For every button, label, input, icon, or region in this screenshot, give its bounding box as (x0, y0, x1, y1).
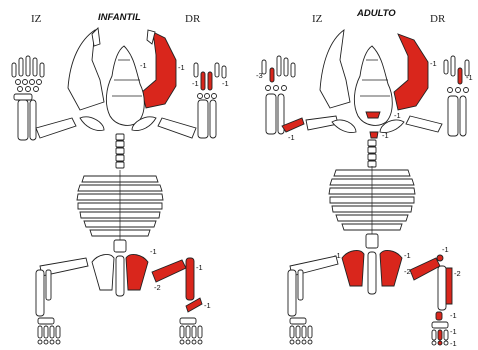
right-hand: -1 (444, 56, 473, 136)
annotation: -1 (442, 245, 449, 254)
left-tibia (36, 270, 44, 316)
left-mandible-inner (92, 28, 100, 46)
right-ilium-affected (380, 251, 402, 286)
left-side-label: IZ (312, 13, 323, 25)
left-clavicle-affected (282, 118, 304, 132)
sacrum (116, 256, 124, 296)
annotation: -1 (450, 339, 457, 348)
left-foot (38, 318, 60, 344)
left-fibula (46, 270, 51, 300)
annotation: -1 (382, 131, 389, 140)
left-hand: -3 (256, 56, 295, 134)
right-mandible-affected (142, 32, 176, 108)
lumbar (366, 234, 378, 248)
annotation: -1 (288, 133, 295, 142)
panel-adulto: IZ ADULTO DR -1 -1 -3 (256, 8, 473, 348)
left-fibula (298, 270, 303, 300)
right-femur-affected (152, 260, 186, 282)
right-hand: -1 -1 (192, 63, 229, 138)
panel-title: INFANTIL (98, 12, 141, 23)
annotation: -1 (394, 111, 401, 120)
left-scapula (332, 120, 356, 133)
lumbar (114, 240, 126, 252)
annotation: -1 (450, 327, 457, 336)
left-femur (290, 256, 338, 276)
left-humerus (36, 118, 76, 138)
annotation: -1 (204, 301, 211, 310)
sacrum (368, 252, 376, 294)
right-side-label: DR (430, 13, 446, 25)
annotation: -2 (154, 283, 161, 292)
right-patella-affected (437, 255, 443, 261)
sternum-affected (370, 132, 378, 138)
annotation: -3 (256, 71, 263, 80)
left-scapula (80, 117, 104, 131)
left-ilium-affected (342, 251, 364, 286)
annotation: -1 (450, 311, 457, 320)
right-humerus (158, 118, 196, 138)
right-foot: -1 -1 -1 (432, 311, 457, 348)
left-mandible (320, 30, 350, 108)
right-ilium-affected (126, 255, 148, 290)
left-foot (290, 318, 312, 344)
rib-cage (77, 170, 163, 240)
annotation: -1 (140, 61, 147, 70)
annotation: -1 (430, 59, 437, 68)
panel-infantil: IZ INFANTIL DR -1 -1 (12, 12, 229, 344)
annotation: -1 (192, 79, 199, 88)
left-side-label: IZ (31, 13, 42, 25)
spine (116, 134, 124, 168)
right-tibia-affected (446, 268, 452, 304)
right-humerus (406, 116, 442, 132)
spine (368, 140, 376, 167)
annotation: -1 (466, 73, 473, 82)
left-tibia (288, 270, 296, 316)
right-side-label: DR (185, 13, 201, 25)
annotation: -1 (222, 79, 229, 88)
right-tibia-affected (186, 258, 194, 300)
rib-cage (329, 166, 415, 234)
right-tibia (438, 266, 446, 310)
right-mandible-affected (394, 34, 428, 110)
skull-base-affected (366, 112, 380, 118)
left-ilium (92, 255, 114, 290)
annotation: -1 (196, 263, 203, 272)
annotation: -2 (454, 269, 461, 278)
annotation: -2 (404, 267, 411, 276)
panel-title: ADULTO (356, 8, 396, 19)
right-femur-affected (410, 258, 440, 280)
annotation: -1 (150, 247, 157, 256)
annotation: -1 (404, 251, 411, 260)
annotation: -1 (178, 63, 185, 72)
right-foot (180, 318, 202, 344)
skull (106, 46, 144, 125)
right-mandible-tip (147, 30, 155, 44)
